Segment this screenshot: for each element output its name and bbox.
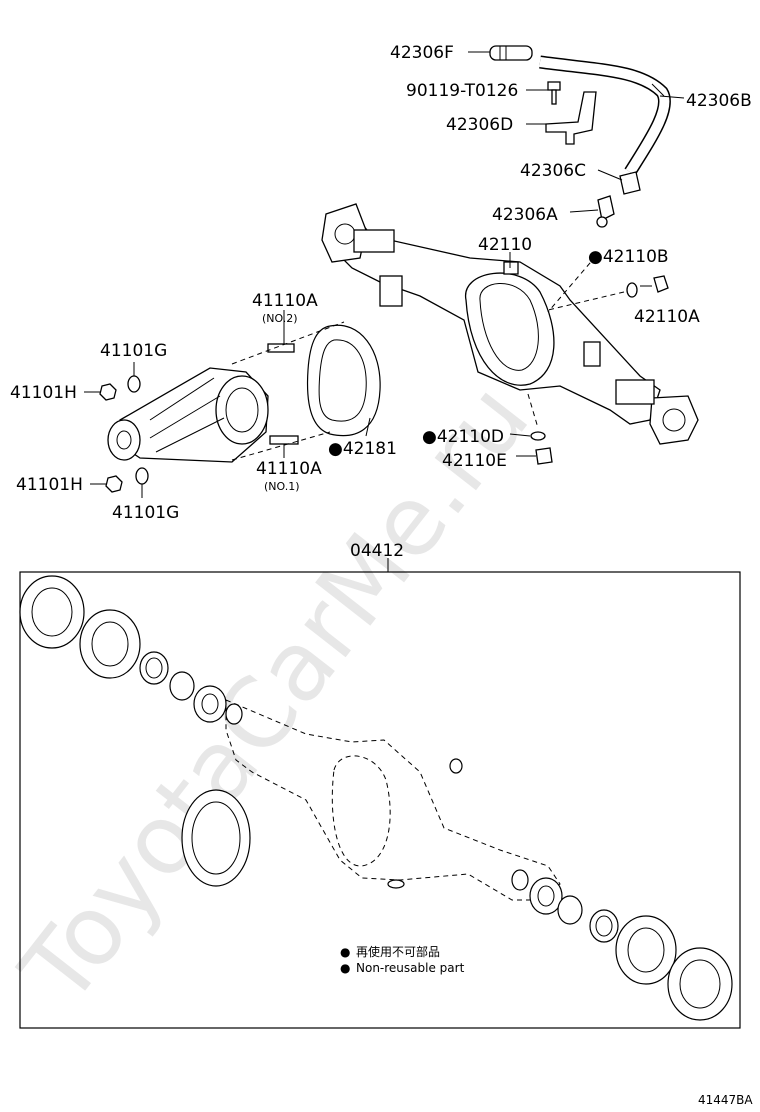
stud-bolt-no2-41110A[interactable] [267, 343, 295, 353]
kit-retainer-left[interactable] [193, 685, 227, 723]
nut-bottom-41101H[interactable] [105, 475, 123, 493]
breather-plug-42110A[interactable] [653, 275, 669, 293]
carrier-gasket-42181[interactable] [306, 324, 381, 437]
breather-gasket-42110B[interactable] [626, 282, 638, 298]
hose-bracket-42306D[interactable] [545, 91, 597, 145]
kit-ring-right[interactable] [511, 869, 529, 891]
axle-housing-42110[interactable] [321, 203, 699, 445]
legend-bullet-2: ● [340, 961, 350, 975]
kit-small-gasket[interactable] [449, 758, 463, 774]
drain-plug-42110E[interactable] [535, 447, 553, 465]
label-42306A[interactable]: 42306A [492, 205, 558, 225]
label-41110A-no2[interactable]: 41110A [252, 291, 318, 311]
kit-oil-seal-left[interactable] [139, 651, 169, 685]
kit-outer-gasket-right[interactable] [667, 947, 733, 1021]
legend-bullet-1: ● [340, 945, 350, 959]
drain-gasket-42110D[interactable] [530, 431, 546, 441]
legend-text-en: Non-reusable part [356, 961, 465, 975]
label-42181[interactable]: ●42181 [328, 439, 397, 459]
hose-clip-42306C[interactable] [619, 171, 641, 195]
label-42110B[interactable]: ●42110B [588, 247, 669, 267]
label-42306C[interactable]: 42306C [520, 161, 586, 181]
label-41110A-no1-sub: (NO.1) [264, 480, 300, 493]
washer-top-41101G[interactable] [127, 375, 141, 393]
washer-bottom-41101G[interactable] [135, 467, 149, 485]
differential-carrier[interactable] [107, 367, 269, 463]
kit-o-ring-left[interactable] [169, 671, 195, 701]
label-42306D[interactable]: 42306D [446, 115, 513, 135]
breather-plug-42306F[interactable] [489, 45, 533, 61]
kit-carrier-gasket[interactable] [181, 789, 251, 887]
nut-top-41101H[interactable] [99, 383, 117, 401]
kit-o-ring-right[interactable] [557, 895, 583, 925]
label-41101H-bottom[interactable]: 41101H [16, 475, 83, 495]
kit-drain-gasket[interactable] [387, 879, 405, 889]
label-42110E[interactable]: 42110E [442, 451, 507, 471]
label-42306B[interactable]: 42306B [686, 91, 752, 111]
union-42306A[interactable] [596, 195, 615, 228]
label-41110A-no1[interactable]: 41110A [256, 459, 322, 479]
label-90119-T0126[interactable]: 90119-T0126 [406, 81, 518, 101]
label-42110[interactable]: 42110 [478, 235, 532, 255]
kit-retainer-right[interactable] [529, 877, 563, 915]
kit-gasket-right[interactable] [615, 915, 677, 985]
label-42110D[interactable]: ●42110D [422, 427, 504, 447]
kit-box-04412 [19, 571, 741, 1029]
kit-oil-seal-right[interactable] [589, 909, 619, 943]
kit-ring-left[interactable] [225, 703, 243, 725]
label-41101G-bottom[interactable]: 41101G [112, 503, 179, 523]
breather-hose-42306B[interactable] [539, 55, 671, 176]
label-41101G-top[interactable]: 41101G [100, 341, 167, 361]
label-42110A[interactable]: 42110A [634, 307, 700, 327]
figure-code: 41447BA [698, 1093, 753, 1107]
label-42306F[interactable]: 42306F [390, 43, 454, 63]
kit-outer-gasket-left[interactable] [19, 575, 85, 649]
kit-gasket-left[interactable] [79, 609, 141, 679]
label-41110A-no2-sub: (NO.2) [262, 312, 298, 325]
kit-housing-outline [225, 699, 561, 901]
legend-text-ja: 再使用不可部品 [356, 944, 440, 959]
label-04412[interactable]: 04412 [350, 541, 404, 561]
label-41101H-top[interactable]: 41101H [10, 383, 77, 403]
bolt-90119-T0126[interactable] [547, 81, 561, 105]
legend: ● 再使用不可部品 ● Non-reusable part [340, 944, 465, 975]
